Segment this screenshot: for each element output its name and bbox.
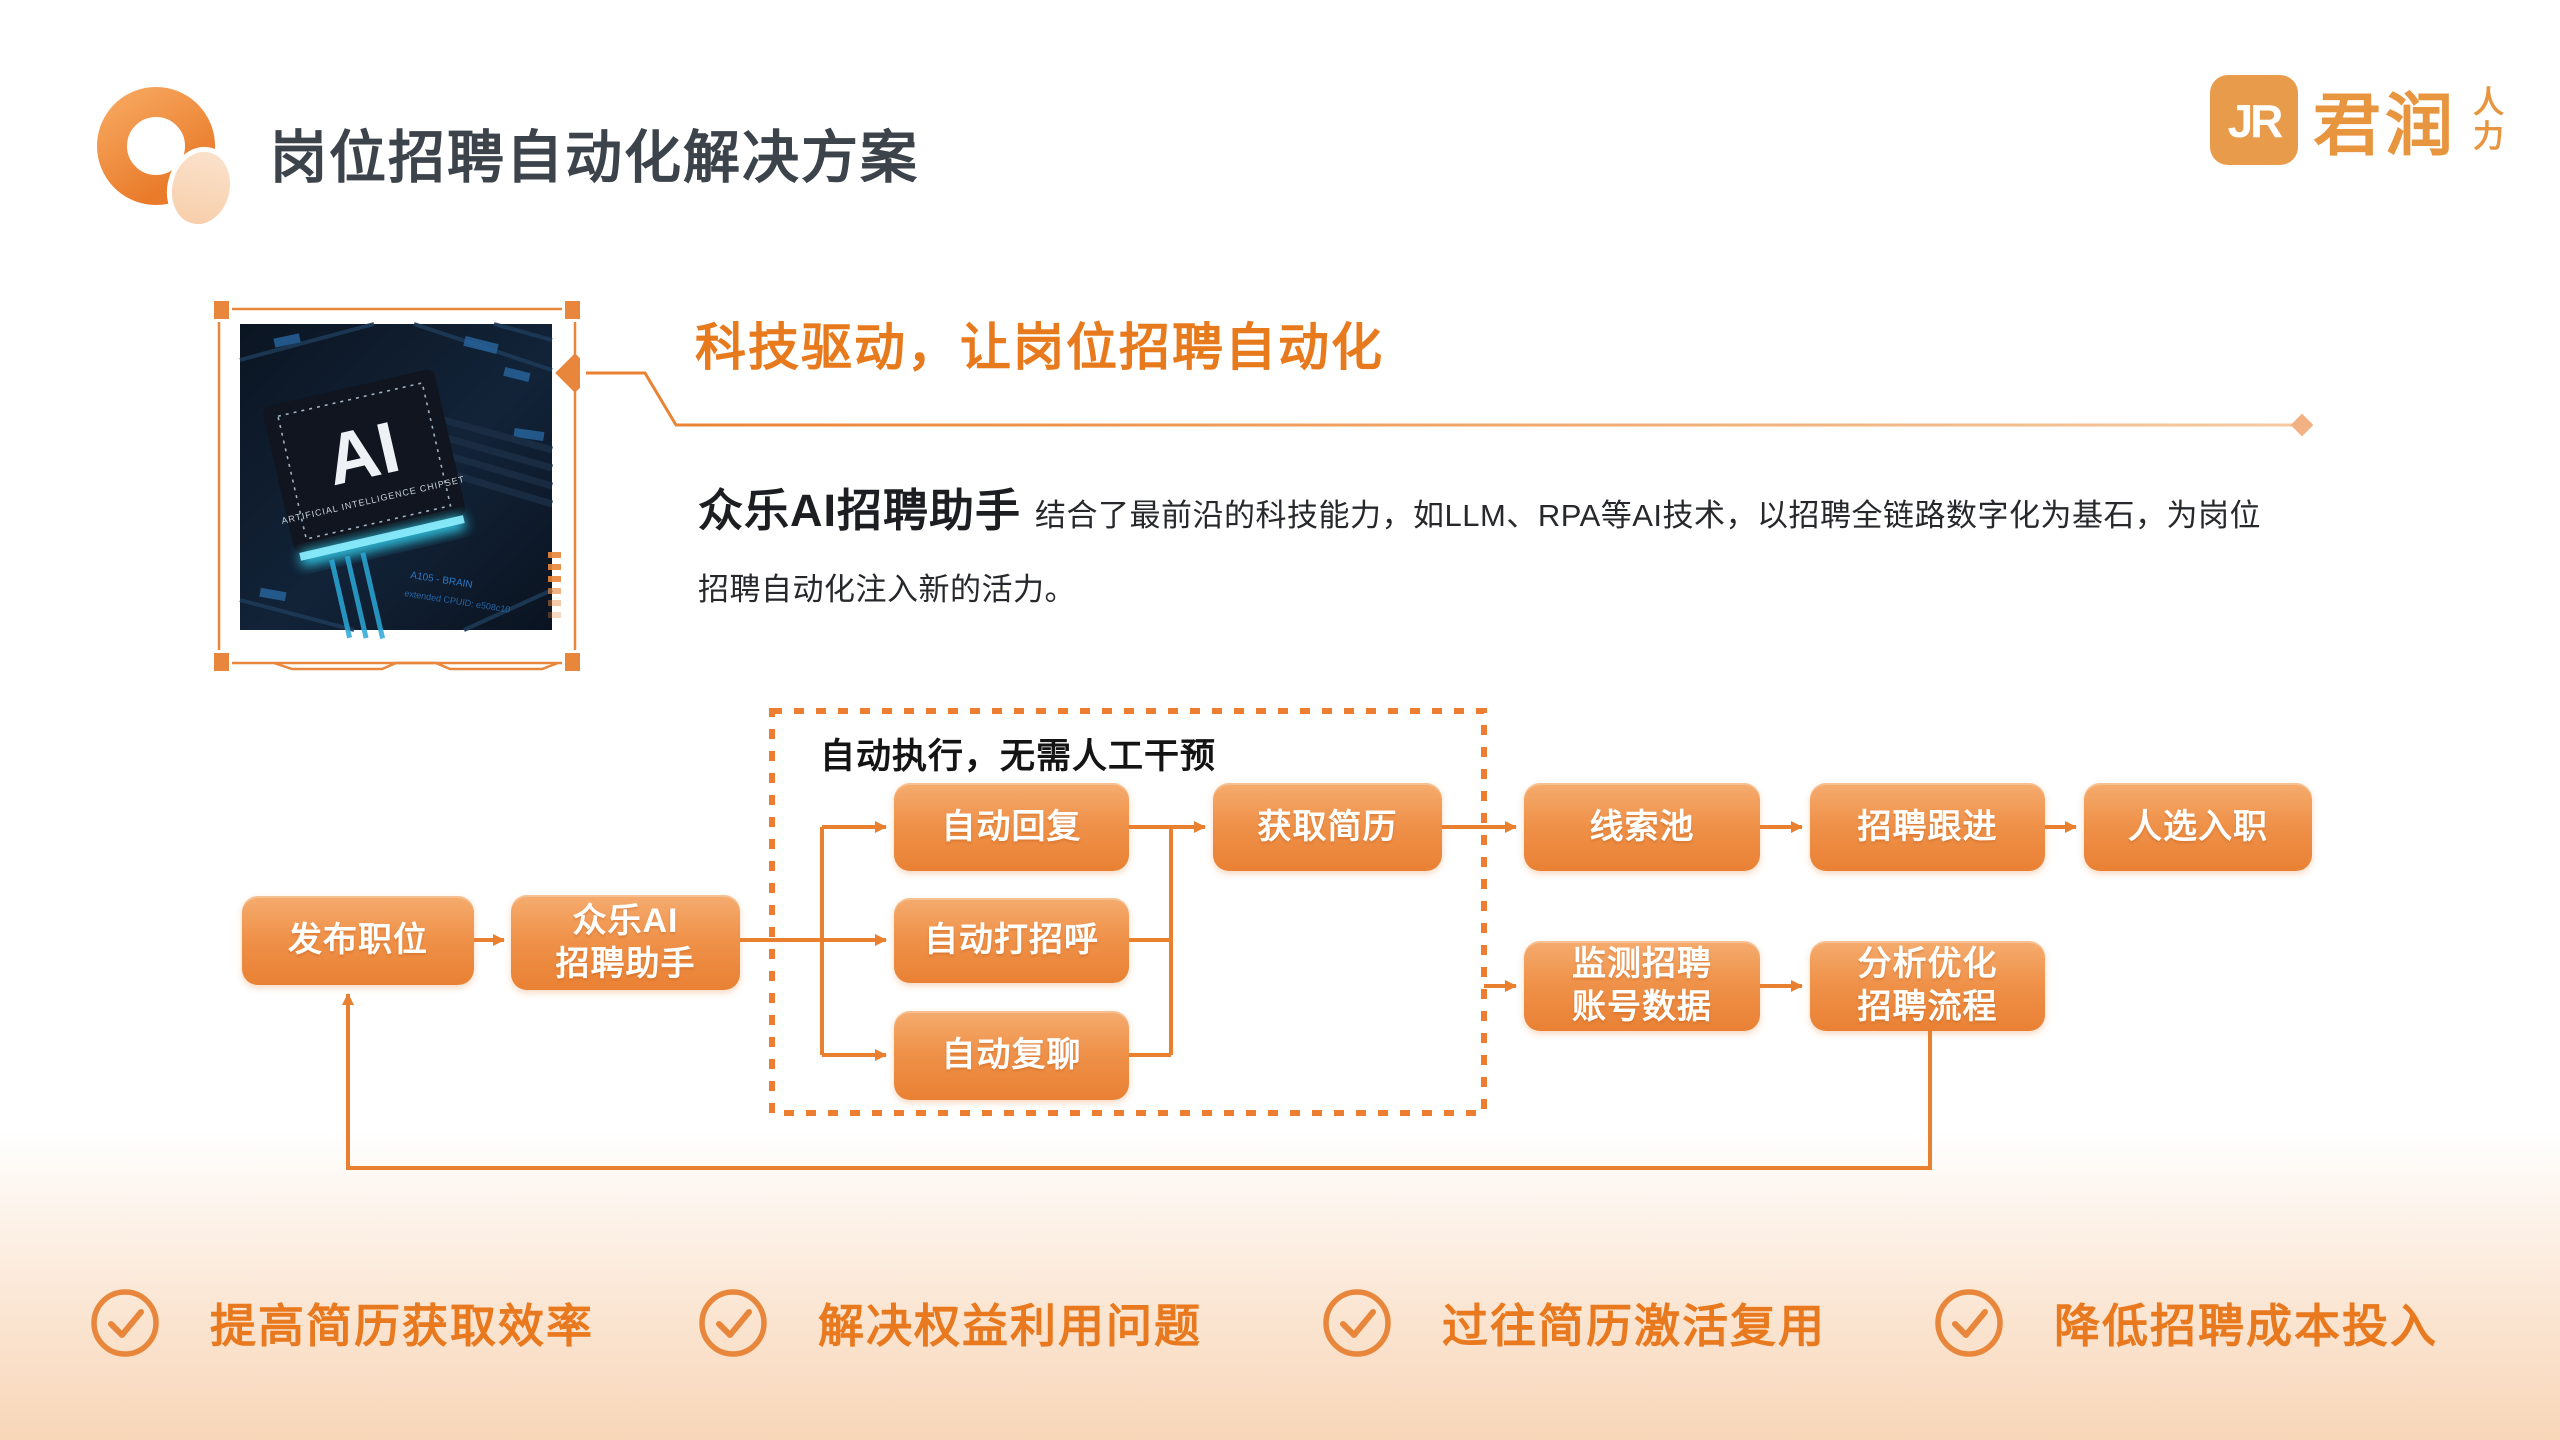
page-title: 岗位招聘自动化解决方案 [270, 126, 919, 190]
check-circle-icon [699, 1289, 767, 1357]
ring-logo-icon [97, 87, 236, 230]
benefit-label: 解决权益利用问题 [818, 1300, 1202, 1352]
flow-node-auto-greet: 自动打招呼 [894, 898, 1129, 983]
brand-suffix-bottom: 力 [2473, 118, 2504, 154]
hero-paragraph-lead: 众乐AI招聘助手 [698, 485, 1022, 536]
tech-frame-zigzag [273, 661, 559, 671]
hero-paragraph-body: 结合了最前沿的科技能力，如LLM、RPA等AI技术，以招聘全链路数字化为基石，为… [698, 498, 2262, 607]
automation-zone-label: 自动执行，无需人工干预 [820, 737, 1217, 776]
flow-node-get-resume: 获取简历 [1213, 783, 1442, 871]
benefit-item: 降低招聘成本投入 [1932, 1285, 2438, 1361]
benefit-label: 降低招聘成本投入 [2054, 1300, 2438, 1352]
hero-heading: 科技驱动，让岗位招聘自动化 [695, 319, 1385, 376]
check-circle-icon [1935, 1289, 2003, 1357]
benefit-label: 过往简历激活复用 [1442, 1300, 1826, 1352]
brand-suffix: 人 力 [2473, 84, 2504, 154]
flow-node-monitor-data: 监测招聘 账号数据 [1524, 941, 1760, 1031]
svg-text:JR: JR [2228, 95, 2284, 147]
hero-ai-image: AI ARTIFICIAL INTELLIGENCE CHIPSET A105 … [214, 301, 580, 671]
flow-node-auto-reply: 自动回复 [894, 783, 1129, 871]
flow-node-analyze-optimize: 分析优化 招聘流程 [1810, 941, 2045, 1031]
hero-paragraph: 众乐AI招聘助手结合了最前沿的科技能力，如LLM、RPA等AI技术，以招聘全链路… [698, 474, 2288, 627]
jr-logo-icon: JR [2209, 74, 2298, 165]
flow-node-follow-up: 招聘跟进 [1810, 783, 2045, 871]
flow-node-onboard: 人选入职 [2084, 783, 2312, 871]
flow-node-publish: 发布职位 [242, 896, 474, 985]
check-circle-icon [1323, 1289, 1391, 1357]
flow-node-assistant: 众乐AI 招聘助手 [511, 895, 740, 990]
brand-logo: JR 君润 人 力 [2209, 70, 2504, 169]
brand-suffix-top: 人 [2473, 84, 2504, 120]
check-circle-icon [91, 1289, 159, 1357]
flow-node-auto-rechat: 自动复聊 [894, 1011, 1129, 1100]
benefit-item: 提高简历获取效率 [88, 1285, 594, 1361]
benefit-item: 解决权益利用问题 [696, 1285, 1202, 1361]
svg-text:AI: AI [319, 407, 407, 501]
benefit-item: 过往简历激活复用 [1320, 1285, 1826, 1361]
tech-frame-ladder [548, 552, 561, 618]
brand-name: 君润 [2312, 88, 2457, 164]
flow-node-lead-pool: 线索池 [1524, 783, 1760, 871]
benefit-label: 提高简历获取效率 [210, 1300, 594, 1352]
bottom-gradient-band [0, 1130, 2560, 1440]
tech-frame-corners [214, 301, 580, 671]
circuit-board-photo: AI ARTIFICIAL INTELLIGENCE CHIPSET A105 … [239, 322, 554, 639]
